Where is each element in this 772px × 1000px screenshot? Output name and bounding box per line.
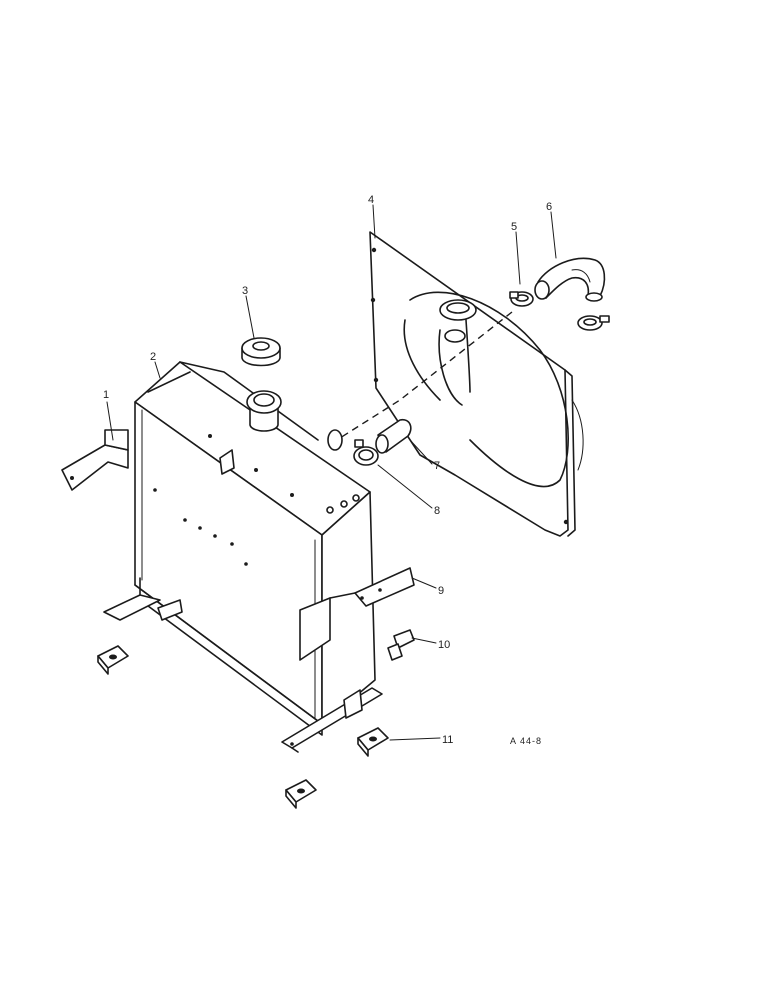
- rubber-pad-2: [357, 727, 389, 757]
- rubber-pad-3: [285, 779, 317, 809]
- hose-clamp-upper-right: [577, 315, 610, 331]
- upper-hose: [534, 257, 606, 302]
- shroud-outlet-neck: [438, 299, 477, 406]
- mounting-bracket-right: [299, 567, 415, 661]
- mounting-bracket-left: [61, 429, 129, 491]
- callout-10: 10: [438, 639, 450, 651]
- callout-2: 2: [150, 351, 156, 363]
- filler-neck: [246, 390, 282, 432]
- callout-4: 4: [368, 194, 374, 206]
- reference-code: A 44-8: [510, 736, 542, 746]
- callout-8: 8: [434, 505, 440, 517]
- drain-cock: [387, 629, 415, 661]
- lower-hose: [327, 418, 412, 454]
- callout-1: 1: [103, 389, 109, 401]
- hose-clamp-lower: [353, 439, 379, 466]
- support-rail-rear: [281, 687, 383, 753]
- callout-9: 9: [438, 585, 444, 597]
- callout-11: 11: [442, 734, 453, 746]
- rubber-pad-1: [97, 645, 129, 675]
- callout-7: 7: [434, 460, 440, 472]
- callout-3: 3: [242, 285, 248, 297]
- callout-6: 6: [546, 201, 552, 213]
- support-rail-front: [103, 594, 183, 621]
- leader-lines: [106, 204, 557, 741]
- radiator-cap: [241, 337, 281, 367]
- hose-clamp-upper-left: [509, 291, 534, 307]
- radiator: [134, 361, 376, 736]
- callout-labels: 1 2 3 4 5 6 7 8 9 10 11: [103, 194, 552, 746]
- callout-5: 5: [511, 221, 517, 233]
